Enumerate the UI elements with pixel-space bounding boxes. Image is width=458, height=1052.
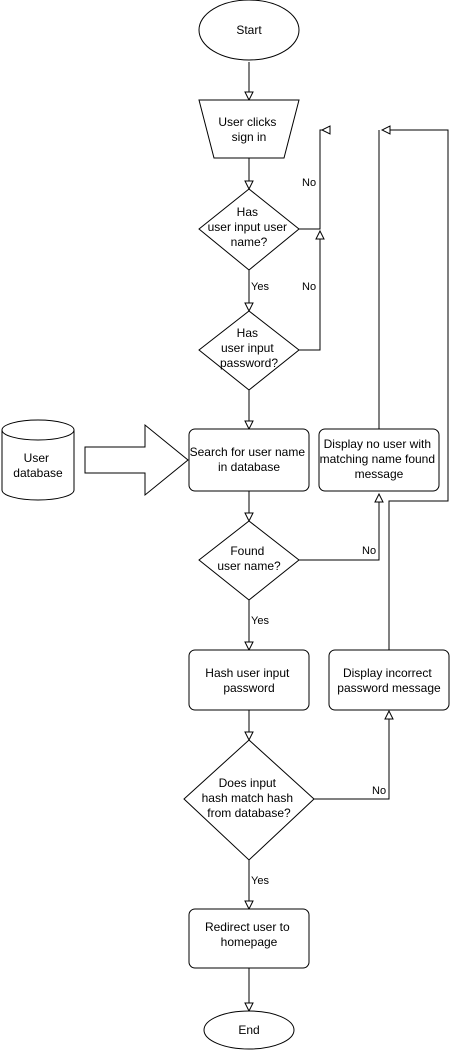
- user-database-label: User database: [13, 451, 63, 480]
- display-incorrect-label: Display incorrect password message: [337, 666, 441, 695]
- redirect-node: Redirect user to homepage: [188, 908, 310, 969]
- found-user-label: Found user name?: [217, 544, 281, 573]
- display-no-user-node: Display no user with matching name found…: [318, 428, 440, 492]
- arrow-head: [380, 125, 391, 135]
- database-flow-arrow: [84, 423, 189, 497]
- arrow-head: [244, 1002, 254, 1013]
- edge-password-no: [299, 239, 321, 351]
- has-password-label: Has user input password?: [220, 326, 278, 370]
- hash-match-decision: Does input hash match hash from database…: [183, 739, 315, 861]
- edge-label-yes: Yes: [251, 875, 269, 887]
- arrow-head: [244, 91, 254, 102]
- arrow-head: [384, 709, 394, 720]
- arrow-head: [244, 180, 254, 191]
- arrow-head: [244, 731, 254, 742]
- start-node: Start: [198, 0, 300, 61]
- edge-match-no: [314, 719, 390, 800]
- edge-label-no: No: [372, 785, 386, 797]
- found-user-decision: Found user name?: [198, 520, 300, 601]
- edge-label-no: No: [302, 177, 316, 189]
- has-password-decision: Has user input password?: [198, 310, 300, 391]
- redirect-label: Redirect user to homepage: [205, 920, 293, 949]
- arrow-head: [244, 302, 254, 313]
- arrow-head: [244, 900, 254, 911]
- arrow-head: [244, 641, 254, 652]
- user-clicks-sign-in-node: User clicks sign in: [198, 99, 300, 159]
- edge-found-no: [299, 502, 380, 561]
- arrow-head: [315, 229, 325, 240]
- search-user-label: Search for user name in database: [190, 445, 309, 474]
- end-node: End: [203, 1010, 295, 1050]
- display-incorrect-node: Display incorrect password message: [328, 649, 450, 711]
- edge-incorrect-to-clicks: [388, 129, 449, 650]
- edge-label-yes: Yes: [251, 281, 269, 293]
- edge-label-no: No: [362, 545, 376, 557]
- display-no-user-label: Display no user with matching name found…: [320, 437, 439, 481]
- has-username-decision: Has user input user name?: [198, 188, 300, 271]
- hash-match-label: Does input hash match hash from database…: [202, 776, 297, 820]
- edge-label-no: No: [302, 281, 316, 293]
- arrow-head: [374, 492, 384, 503]
- hash-password-label: Hash user input password: [205, 666, 292, 695]
- user-clicks-label: User clicks sign in: [218, 115, 279, 144]
- end-node-label: End: [238, 1023, 259, 1037]
- user-database-node: User database: [1, 419, 75, 501]
- has-username-label: Has user input user name?: [208, 205, 291, 249]
- start-node-label: Start: [236, 23, 262, 37]
- arrow-head: [244, 420, 254, 431]
- arrow-head: [244, 512, 254, 523]
- edge-label-yes: Yes: [251, 615, 269, 627]
- search-user-node: Search for user name in database: [188, 428, 310, 492]
- arrow-head: [320, 125, 331, 135]
- hash-password-node: Hash user input password: [188, 649, 310, 711]
